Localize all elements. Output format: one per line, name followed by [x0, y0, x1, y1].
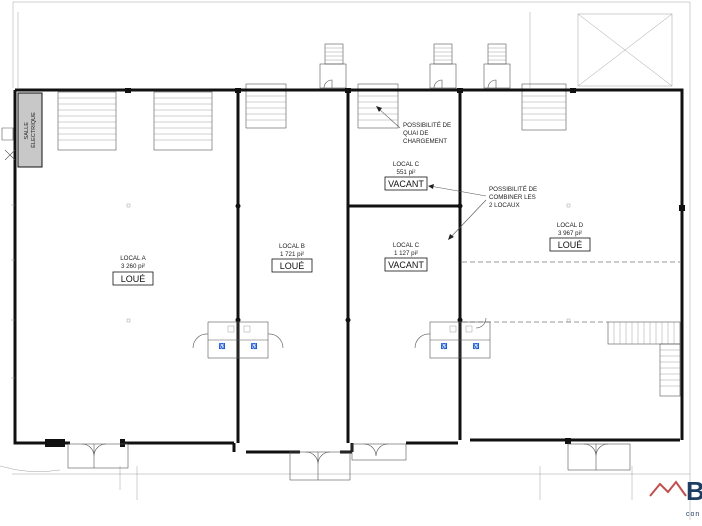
leader-arrow: [377, 107, 401, 129]
logo-subtext: con: [686, 511, 700, 518]
status-badge: [549, 237, 591, 252]
outlets: [11, 203, 571, 379]
washroom-ab: ♿ ♿: [192, 321, 284, 359]
electrical-label-1: SALLE: [24, 122, 30, 140]
entrance-b: [289, 451, 351, 481]
logo-text: BL: [686, 476, 702, 506]
local-c-bottom-area: 1 127 pi²: [394, 250, 418, 257]
status-badge: [384, 176, 428, 191]
local-a-status: LOUÉ: [121, 274, 146, 284]
entrance-a: [67, 443, 129, 469]
electrical-room: SALLE ÉLECTRIQUE: [1, 92, 43, 168]
stair-1: [319, 43, 347, 89]
electrical-label-2: ÉLECTRIQUE: [30, 112, 37, 148]
note-combine-line2: COMBINER LES: [489, 194, 536, 201]
note-combine-line1: POSSIBILITÉ DE: [489, 186, 537, 193]
accessible-icon: ♿: [251, 342, 258, 350]
overhead-doors: [57, 83, 567, 151]
svg-text:SALLE ÉLECTRIQUE: SALLE ÉLECTRIQUE: [24, 112, 37, 148]
local-c-bottom-name: LOCAL C: [393, 242, 420, 249]
room-label-local-b: LOCAL B 1 721 pi² LOUÉ: [271, 243, 313, 273]
local-c-bottom-status: VACANT: [388, 260, 424, 270]
note-combine-line3: 2 LOCAUX: [489, 202, 520, 209]
leader-arrow: [429, 185, 487, 197]
note-loading-line2: QUAI DE: [403, 130, 428, 137]
local-b-status: LOUÉ: [280, 261, 305, 271]
accessible-icon: ♿: [441, 342, 448, 350]
stair-3: [483, 43, 511, 89]
local-d-stair: [607, 321, 681, 397]
status-badge: [384, 257, 428, 272]
local-c-top-name: LOCAL C: [393, 161, 420, 168]
columns: [45, 88, 685, 447]
status-badge: [271, 258, 313, 273]
exterior-stairs: [319, 43, 511, 89]
note-loading-dock: POSSIBILITÉ DE QUAI DE CHARGEMENT: [376, 106, 451, 145]
accessible-icon: ♿: [219, 342, 226, 350]
note-loading-line1: POSSIBILITÉ DE: [403, 122, 451, 129]
room-label-local-c-bottom: LOCAL C 1 127 pi² VACANT: [384, 242, 428, 272]
interior-walls: [236, 90, 462, 443]
overhead-door-a2: [153, 91, 213, 151]
overhead-door-a1: [57, 91, 117, 151]
local-d-area: 3 967 pi²: [558, 230, 582, 237]
leader-arrow: [449, 199, 487, 239]
room-label-local-c-top: LOCAL C 551 pi² VACANT: [384, 161, 428, 191]
local-a-name: LOCAL A: [120, 255, 146, 262]
company-logo: BL con: [649, 476, 702, 518]
local-d-dashed: [462, 261, 680, 323]
washroom-cd: ♿ ♿: [414, 317, 491, 359]
local-c-top-area: 551 pi²: [397, 169, 416, 176]
local-b-area: 1 721 pi²: [280, 251, 304, 258]
local-d-status: LOUÉ: [558, 240, 583, 250]
note-loading-line3: CHARGEMENT: [403, 138, 447, 145]
entrance-d: [567, 443, 631, 471]
room-label-local-d: LOCAL D 3 967 pi² LOUÉ: [549, 222, 591, 252]
room-label-local-a: LOCAL A 3 260 pi² LOUÉ: [112, 255, 154, 286]
accessible-icon: ♿: [473, 342, 480, 350]
entrances: [67, 443, 631, 481]
local-c-top-status: VACANT: [388, 179, 424, 189]
status-badge: [112, 271, 154, 286]
note-combine: POSSIBILITÉ DE COMBINER LES 2 LOCAUX: [428, 184, 537, 240]
local-b-name: LOCAL B: [279, 243, 305, 250]
site-lines: [0, 1, 691, 520]
stair-2: [429, 43, 457, 89]
local-d-name: LOCAL D: [557, 222, 584, 229]
entrance-c: [351, 443, 407, 461]
local-a-area: 3 260 pi²: [121, 263, 145, 270]
